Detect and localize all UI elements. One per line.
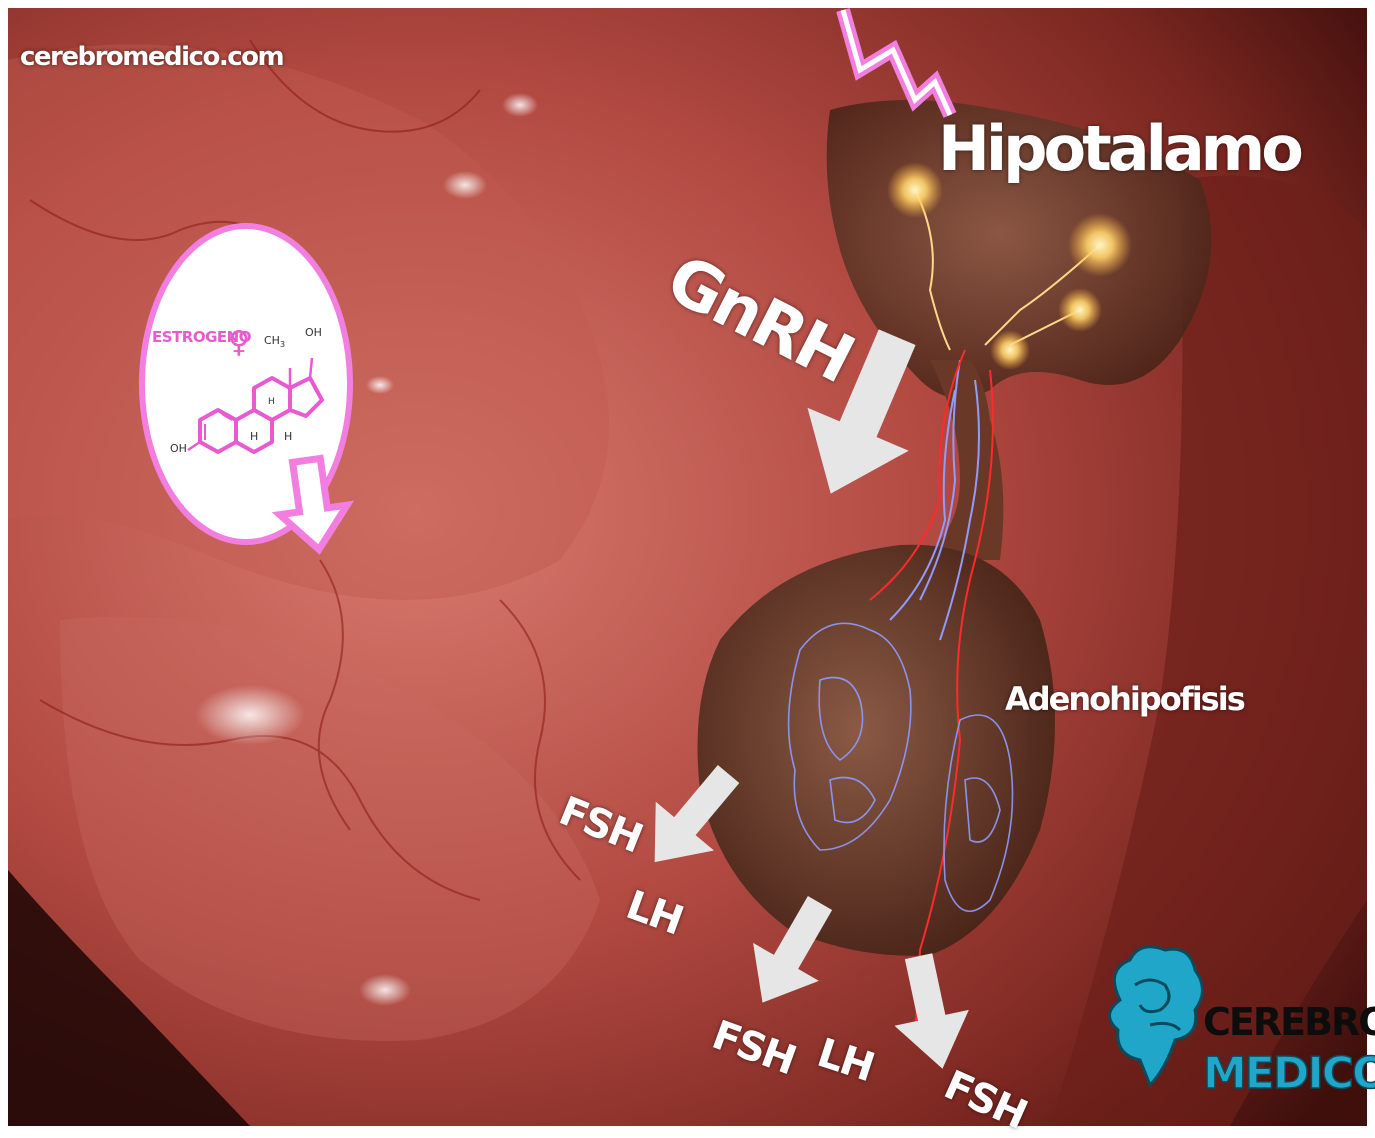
hydroxyl-label-top: OH	[305, 326, 322, 339]
adenohypophysis-gland	[698, 545, 1056, 956]
neuron-glow	[990, 330, 1030, 370]
hydrogen-label: H	[250, 430, 258, 443]
highlight	[195, 685, 305, 745]
hydrogen-label: H	[268, 397, 275, 407]
neuron-glow	[1068, 213, 1132, 277]
adenohypophysis-label: Adenohipofisis	[1005, 680, 1244, 718]
highlight	[502, 93, 538, 117]
methyl-label: CH	[264, 334, 280, 347]
highlight	[443, 171, 487, 199]
highlight	[366, 376, 394, 394]
hydrogen-label: H	[284, 430, 292, 443]
hydroxyl-label-left: OH	[170, 442, 187, 455]
methyl-subscript: 3	[280, 340, 285, 349]
neuron-glow	[887, 162, 943, 218]
hypothalamus-label: Hipotalamo	[938, 112, 1300, 185]
watermark: cerebromedico.com	[20, 42, 283, 72]
neuron-glow	[1058, 288, 1102, 332]
logo-line-1: CEREBRO	[1203, 1000, 1375, 1044]
logo-line-2: MEDICO	[1203, 1048, 1375, 1099]
female-symbol-icon: ♀	[228, 325, 250, 360]
highlight	[359, 974, 411, 1006]
